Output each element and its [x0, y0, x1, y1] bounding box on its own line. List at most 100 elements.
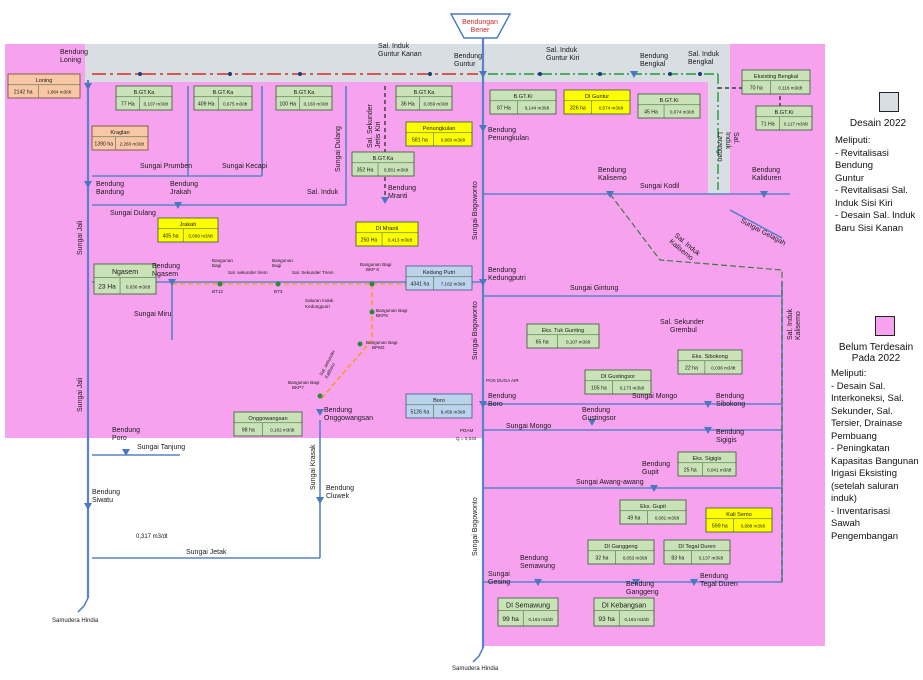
area-box-flow: 0,960 m3/dt [441, 138, 466, 143]
area-box-name: B.GT.Ka [213, 90, 235, 96]
area-box-frame [677, 349, 743, 375]
area-box-name: Jrakah [180, 222, 197, 228]
area-box-frame [395, 85, 453, 111]
weir-icon [84, 83, 92, 90]
area-box-area: 409 Ha [198, 102, 215, 108]
area-box-area: 326 ha [570, 106, 586, 112]
label-sal-induk-larangan: Sal.IndukLarangan [716, 132, 739, 162]
area-box-name: Eksisting Bengkal [754, 74, 798, 80]
area-box-area: 83 ha [671, 556, 684, 562]
area-box-frame [705, 507, 773, 533]
area-box-area: 70 ha [750, 86, 763, 92]
area-box-flow: 0,036 m3/dt [126, 285, 151, 290]
area-box-flow: 0,144 m3/dt [525, 106, 550, 111]
area-box-frame [7, 73, 81, 99]
area-box-frame [497, 597, 559, 627]
legend-designed-body: Meliputi: - Revitalisasi Bendung Guntur … [835, 135, 916, 234]
area-box-flow: 0,675 m3/dt [223, 102, 248, 107]
area-box-area: 105 ha [591, 386, 607, 392]
area-box-flow: 0,116 m3/dt [778, 86, 803, 91]
legend-designed: Desain 2022 Meliputi: - Revitalisasi Ben… [835, 90, 921, 235]
area-box-area: 22 ha [685, 366, 698, 372]
label-sungai-kecapi: Sungai Kecapi [222, 163, 268, 170]
label-sungai-gintung: Sungai Gintung [570, 285, 618, 292]
area-box-flow: 0,581 m3/dt [384, 168, 409, 173]
area-box-flow: 0,036 m3/dt [711, 366, 736, 371]
area-box-area: 5126 ha [410, 410, 429, 416]
weir-icon [316, 409, 324, 416]
area-box-name: DI Mranti [376, 226, 399, 232]
bendungan-bener-dam-icon [449, 13, 512, 39]
area-box-name: B.GT.Ka [294, 90, 316, 96]
label-sungai-prumben: Sungai Prumben [140, 163, 192, 170]
area-box-area: 93 ha [598, 616, 615, 623]
area-box-frame [115, 85, 173, 111]
area-box-area: 4341 ha [410, 282, 429, 288]
river-gelagah [729, 209, 783, 239]
area-box-frame [351, 151, 415, 177]
area-box-flow: 0,173 m3/dt [620, 386, 645, 391]
area-box-name: DI Semawung [506, 603, 550, 610]
area-box-area: 250 Ha [361, 238, 378, 244]
area-box-flow: 7,162 m3/dt [441, 282, 466, 287]
area-box-area: 65 ha [536, 340, 549, 346]
area-box-flow: 1,864 m3/dt [47, 90, 72, 95]
area-box-area: 71 Ha [761, 122, 775, 128]
canal-kalisemo [609, 193, 783, 582]
river-bogowonto-outlet [472, 647, 484, 663]
area-box-flow: 0,162 m3/dt [270, 428, 295, 433]
weir-icon [704, 401, 712, 408]
label-sal-induk-kalisemo-v: Sal. IndukKalisemo [787, 308, 802, 340]
label-pdam-q: Q = 0,044 [456, 436, 477, 441]
area-box-name: DI Tegal Duren [678, 544, 715, 550]
area-box-name: B.GT.Ka [414, 90, 436, 96]
area-box-name: DI Ganggeng [604, 544, 637, 550]
area-box-frame [157, 217, 219, 243]
area-box-frame [405, 121, 473, 147]
area-box-flow: 0,081 m3/dt [655, 516, 680, 521]
area-box-frame [593, 597, 655, 627]
label-sungai-jali-bottom: Sungai Jali [77, 377, 84, 412]
area-box-area: 405 ha [163, 234, 179, 240]
legend-designed-swatch [879, 92, 899, 112]
area-box-frame [91, 125, 149, 151]
legend-undesigned-body: Meliputi: - Desain Sal. Interkoneksi, Sa… [831, 368, 919, 542]
weir-icon [588, 419, 596, 426]
area-box-area: 25 ha [684, 468, 697, 474]
label-sungai-miru: Sungai Miru [134, 311, 171, 318]
area-box-frame [741, 69, 811, 95]
weir-icon [479, 279, 487, 286]
area-box-name: Eks. Tuk Gunting [542, 328, 585, 334]
legend-undesigned-swatch [875, 316, 895, 336]
area-box-area: 2142 ha [14, 90, 33, 96]
canal-kaliboro [319, 284, 373, 401]
